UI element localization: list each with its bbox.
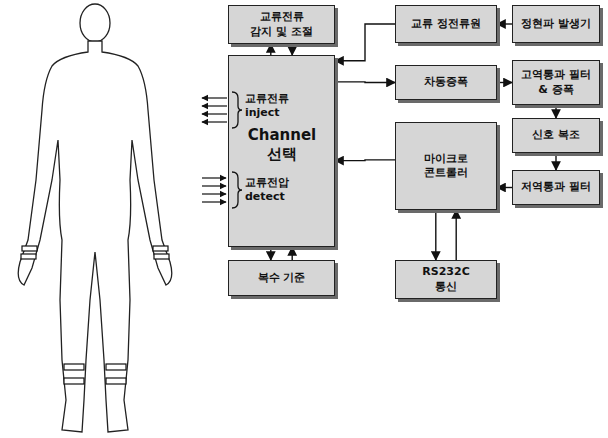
- signal-arrow: [497, 187, 512, 188]
- signal-arrow: [555, 153, 556, 170]
- box-label: 신호 복조: [532, 128, 580, 142]
- current-source-box: 교류 정전류원: [395, 5, 497, 43]
- box-label: Channel 선택: [246, 126, 318, 164]
- signal-arrow: [435, 210, 436, 260]
- lowpass-box: 저역통과 필터: [512, 170, 600, 205]
- diff-amp-box: 차동증폭: [395, 65, 497, 100]
- signal-arrow: [335, 24, 395, 61]
- signal-arrow: [335, 81, 395, 83]
- reference-box: 복수 기준: [228, 260, 335, 296]
- box-label: RS232C 통신: [418, 265, 474, 294]
- box-label: 교류전류 inject: [245, 92, 295, 121]
- rs232c-box: RS232C 통신: [395, 260, 497, 299]
- demod-box: 신호 복조: [512, 118, 600, 153]
- signal-arrow: [270, 44, 271, 55]
- signal-arrow: [335, 159, 395, 161]
- box-label: 교류전압 detect: [245, 176, 295, 205]
- signal-arrow: [497, 82, 512, 83]
- box-label: 교류전류 감지 및 조절: [249, 10, 315, 39]
- detect-brace: [232, 172, 242, 208]
- signal-arrow: [497, 23, 512, 24]
- box-label: 저역통과 필터: [521, 180, 591, 194]
- highpass-box: 고역통과 필터 & 증폭: [512, 60, 600, 105]
- signal-arrow: [555, 105, 556, 118]
- electrodes: [21, 246, 169, 384]
- signal-arrow: [292, 247, 293, 260]
- mcu-box: 마이크로 콘트롤러: [395, 122, 497, 210]
- box-label: 차동증폭: [424, 75, 468, 89]
- box-label: 복수 기준: [258, 271, 306, 285]
- sine-generator-box: 정현파 발생기: [512, 5, 600, 43]
- body-outline: [18, 41, 172, 432]
- signal-arrow: [270, 247, 271, 260]
- box-label: 마이크로 콘트롤러: [415, 152, 477, 181]
- channel-select-box: 교류전류 injectChannel 선택교류전압 detect: [228, 55, 335, 247]
- box-label: 교류 정전류원: [411, 17, 481, 31]
- inject-brace: [232, 92, 242, 128]
- signal-arrow: [292, 44, 293, 55]
- sense-control-box: 교류전류 감지 및 조절: [228, 5, 335, 44]
- signal-arrow: [456, 210, 457, 260]
- box-label: 고역통과 필터 & 증폭: [518, 68, 594, 97]
- detect-arrows: [202, 178, 226, 202]
- head: [80, 4, 110, 42]
- inject-arrows: [202, 98, 227, 122]
- box-label: 정현파 발생기: [521, 17, 591, 31]
